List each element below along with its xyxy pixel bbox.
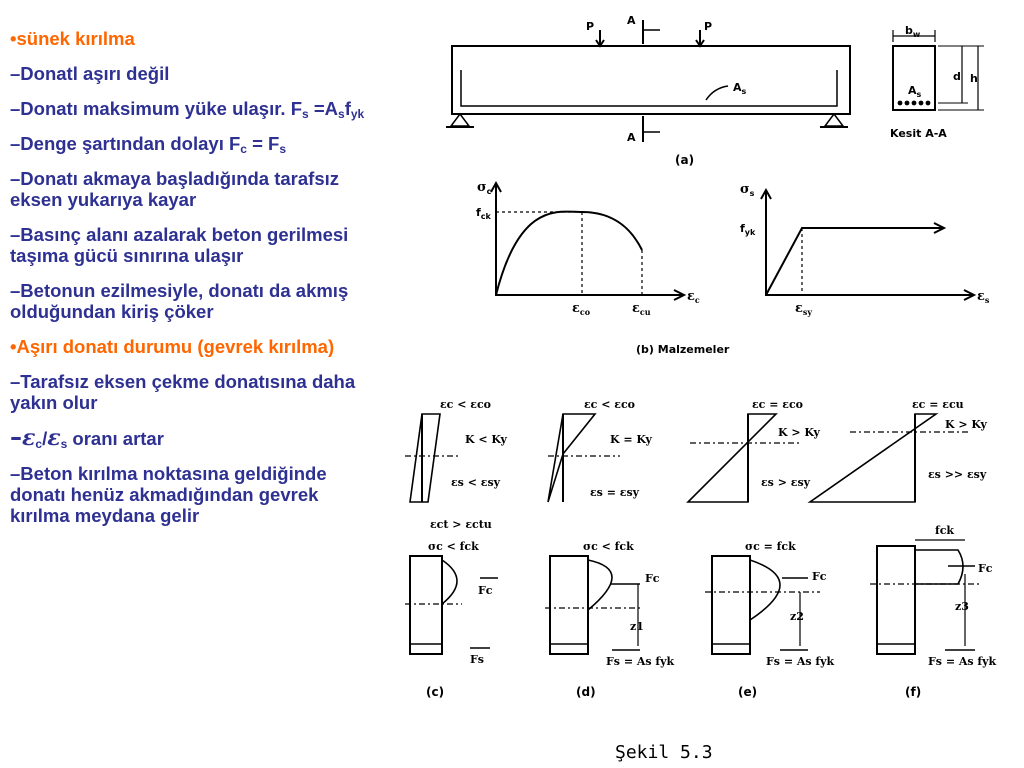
- bullet-brittle-failure: –Beton kırılma noktasına geldiğinde dona…: [10, 463, 327, 526]
- label-esy: εsy: [795, 301, 812, 317]
- label-d: (d): [576, 685, 596, 699]
- e-z2: z2: [790, 610, 804, 623]
- e-top: εc = εco: [752, 398, 803, 411]
- f-z3: z3: [955, 600, 969, 613]
- label-as: As: [733, 81, 747, 96]
- label-bw: bw: [905, 24, 921, 39]
- bullet-beam-collapse: –Betonun ezilmesiyle, donatı da akmış ol…: [10, 280, 349, 322]
- label-h: h: [970, 72, 978, 85]
- concrete-stress-strain: [490, 180, 687, 301]
- label-fck: fck: [476, 206, 492, 221]
- c-top: εc < εco: [440, 398, 491, 411]
- steel-labels: σs fyk εsy εs (b) Malzemeler: [636, 182, 990, 356]
- c-bot: εct > εctu: [430, 518, 492, 531]
- section-a-top: A: [627, 14, 636, 27]
- label-e: (e): [738, 685, 757, 699]
- f-k: K > Ky: [945, 418, 988, 431]
- label-as-section: As: [908, 84, 922, 99]
- cross-section: [892, 30, 984, 111]
- text-panel: •sünek kırılma –Donatl aşırı değil –Dona…: [10, 28, 382, 540]
- d-k: K = Ky: [610, 433, 653, 446]
- e-fc: Fc: [812, 570, 827, 583]
- c-fc: Fc: [478, 584, 493, 597]
- axis-sigma-c: σc: [477, 180, 492, 196]
- axis-eps-c: εc: [687, 289, 700, 305]
- load-p-left: P: [586, 20, 594, 33]
- label-eco: εco: [572, 301, 591, 317]
- bullet-compression-zone: –Basınç alanı azalarak beton gerilmesi t…: [10, 224, 349, 266]
- f-top: εc = εcu: [912, 398, 964, 411]
- label-fyk: fyk: [740, 222, 756, 237]
- label-a: (a): [675, 153, 694, 167]
- section-a-bottom: A: [627, 131, 636, 144]
- bullet-over-reinforced: •Aşırı donatı durumu (gevrek kırılma): [10, 336, 335, 357]
- label-ecu: εcu: [632, 301, 651, 317]
- steel-stress-strain: [760, 187, 977, 301]
- figure-caption: Şekil 5.3: [615, 742, 713, 763]
- beam-elevation: [446, 20, 851, 142]
- bullet-ductile-failure: •sünek kırılma: [10, 28, 135, 49]
- f-s: εs >> εsy: [928, 468, 987, 481]
- section-label: Kesit A-A: [890, 127, 947, 140]
- bullet-steel-max-load: –Donatı maksimum yüke ulaşır. Fs =Asfyk: [10, 98, 365, 121]
- c-s: εs < εsy: [451, 476, 501, 489]
- bullet-not-over-reinforced: –Donatl aşırı değil: [10, 63, 170, 84]
- axis-sigma-s: σs: [740, 182, 755, 198]
- d-fs: Fs = As fyk: [606, 655, 675, 668]
- e-s: εs > εsy: [761, 476, 811, 489]
- stress-blocks: [405, 539, 980, 655]
- c-fs: Fs: [470, 653, 484, 666]
- bullet-neutral-axis-near-steel: –Tarafsız eksen çekme donatısına daha ya…: [10, 371, 356, 413]
- f-fc: Fc: [978, 562, 993, 575]
- concrete-labels: σc fck εco εcu εc: [476, 180, 700, 317]
- c-k: K < Ky: [465, 433, 508, 446]
- e-fs: Fs = As fyk: [766, 655, 835, 668]
- bullet-strain-ratio: –εc/εs oranı artar: [10, 423, 164, 451]
- figure-5-3: P P A A As (a) bw d h As Kesit A-A: [384, 0, 1024, 768]
- d-top: εc < εco: [584, 398, 635, 411]
- axis-eps-s: εs: [977, 289, 990, 305]
- bullet-neutral-axis-shift: –Donatı akmaya başladığında tarafsız eks…: [10, 168, 340, 210]
- d-z1: z1: [630, 620, 644, 633]
- e-stress: σc = fck: [745, 540, 796, 553]
- c-stress: σc < fck: [428, 540, 479, 553]
- load-p-right: P: [704, 20, 712, 33]
- stress-labels: σc < fck Fc Fs σc < fck Fc z1 Fs = As fy…: [428, 524, 997, 668]
- d-s: εs = εsy: [590, 486, 640, 499]
- e-k: K > Ky: [778, 426, 821, 439]
- label-b: (b) Malzemeler: [636, 343, 730, 356]
- cross-section-labels: bw d h As Kesit A-A: [890, 24, 978, 140]
- f-fs: Fs = As fyk: [928, 655, 997, 668]
- label-f: (f): [905, 685, 921, 699]
- d-stress: σc < fck: [583, 540, 634, 553]
- bullet-equilibrium: –Denge şartından dolayı Fc = Fs: [10, 133, 287, 156]
- beam-labels: P P A A As (a): [586, 14, 747, 167]
- case-labels: (c) (d) (e) (f): [426, 685, 921, 699]
- f-stress: fck: [935, 524, 954, 537]
- label-c: (c): [426, 685, 444, 699]
- strain-diagrams: [405, 413, 970, 503]
- d-fc: Fc: [645, 572, 660, 585]
- label-d: d: [953, 70, 961, 83]
- strain-labels: εc < εco K < Ky εs < εsy εct > εctu εc <…: [430, 398, 988, 531]
